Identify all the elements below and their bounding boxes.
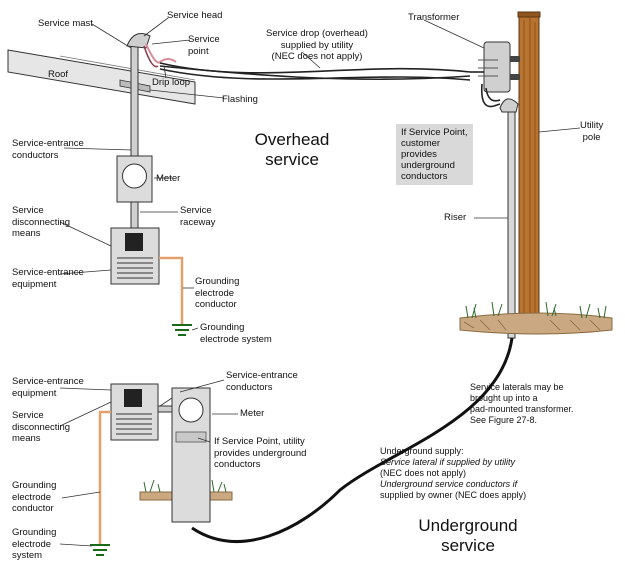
riser xyxy=(499,98,519,339)
se-equipment-top xyxy=(110,227,160,285)
service-head xyxy=(126,33,151,49)
service-point-note: If Service Point, customer provides unde… xyxy=(396,124,473,185)
grounding-wire-top xyxy=(159,256,184,324)
drip-loop xyxy=(145,43,177,64)
transformer-label: Transformer xyxy=(408,12,460,23)
underground-supply-note: Underground supply: Service lateral if s… xyxy=(380,446,527,500)
service-head-label: Service head xyxy=(167,10,223,21)
ground-symbol-top xyxy=(172,324,192,336)
transformer xyxy=(478,41,520,93)
grounding-wire-bottom xyxy=(98,410,111,544)
riser-label: Riser xyxy=(444,212,467,223)
meter-top xyxy=(116,155,153,203)
se-conductors-bottom xyxy=(156,405,173,413)
roof-label: Roof xyxy=(48,69,69,80)
meter-bottom xyxy=(171,387,211,523)
flashing-label: Flashing xyxy=(222,94,258,105)
se-equipment-bottom xyxy=(110,383,159,441)
service-mast-label: Service mast xyxy=(38,18,93,29)
ground-symbol-bottom xyxy=(90,544,110,556)
ground-mound-pole xyxy=(459,301,613,335)
utility-pole xyxy=(517,11,541,319)
drip-loop-label: Drip loop xyxy=(152,77,191,88)
underground-cable xyxy=(191,337,514,543)
service-mast xyxy=(130,41,139,157)
service-raceway xyxy=(130,201,139,229)
service-drop-label: Service drop (overhead)supplied by utili… xyxy=(266,28,368,62)
meter-top-label: Meter xyxy=(156,173,181,184)
meter-bottom-label: Meter xyxy=(240,408,265,419)
leader-lines xyxy=(59,17,581,547)
service-drop xyxy=(159,62,471,81)
